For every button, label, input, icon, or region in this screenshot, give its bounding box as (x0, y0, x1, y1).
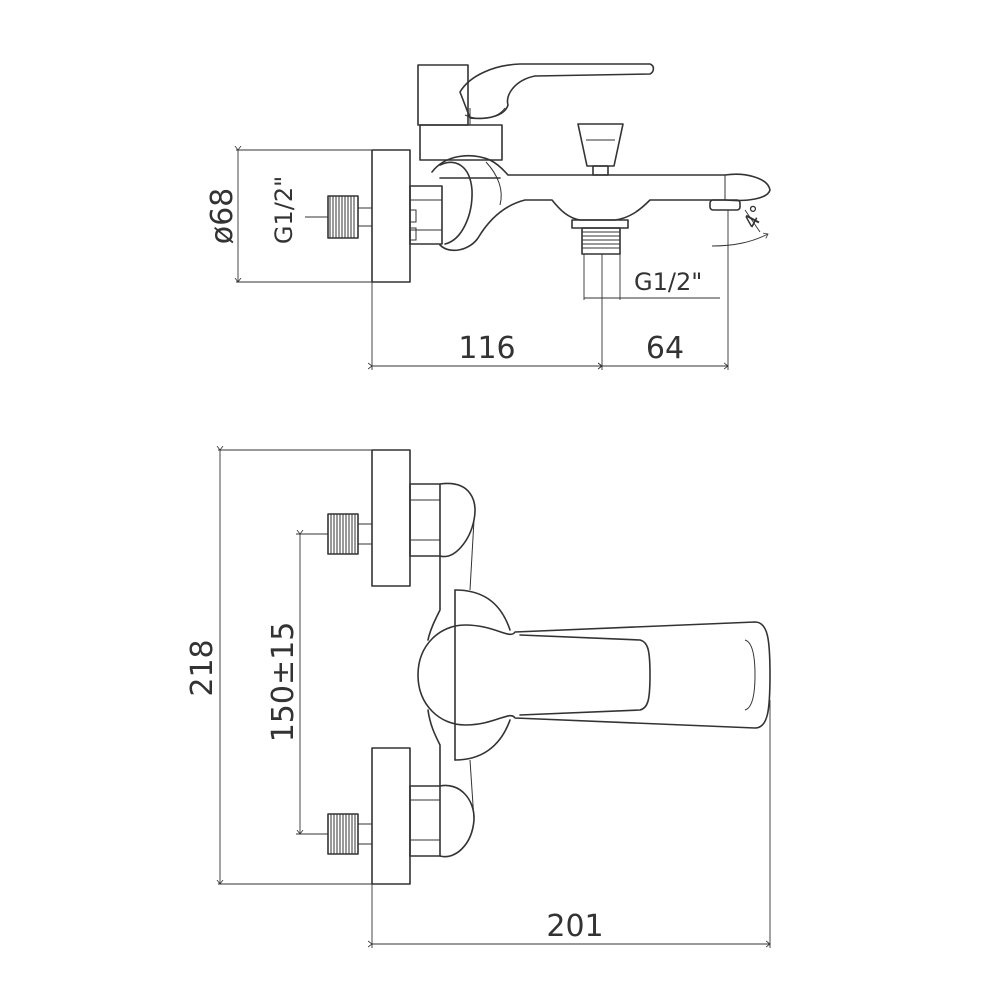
connection-nut (409, 185, 443, 245)
diameter-dimension (236, 150, 372, 282)
outlet-thread-fitting (571, 219, 720, 300)
angle-label: 4° (738, 201, 770, 232)
diameter-label: ø68 (205, 188, 240, 245)
inlet-spacing-label: 150±15 (266, 622, 301, 743)
height-label: 218 (185, 639, 220, 696)
upper-inlet-fitting (327, 513, 372, 555)
lower-wall-flange (371, 747, 411, 885)
mixer-body (431, 154, 771, 252)
top-lever-handle (417, 589, 771, 761)
height-dimension (218, 450, 372, 884)
lower-inlet-fitting (327, 813, 372, 855)
top-view: 218 150±15 201 (185, 449, 771, 948)
inlet-spacing-dimension (296, 534, 328, 834)
inlet-thread-label: G1/2" (270, 176, 298, 244)
side-view: ø68 G1/2" G1/2" 4° 116 64 (205, 63, 771, 370)
width-label: 201 (546, 909, 603, 944)
upper-wall-flange (371, 449, 411, 587)
width-dimension (372, 700, 770, 948)
dim-116-label: 116 (458, 331, 515, 366)
outlet-thread-label: G1/2" (634, 268, 702, 296)
lever-handle (417, 63, 655, 161)
angle-dimension (711, 209, 768, 247)
upper-nut (409, 482, 476, 558)
wall-flange (371, 149, 411, 283)
diverter-knob (577, 123, 624, 176)
lower-nut (409, 784, 475, 858)
dim-64-label: 64 (646, 331, 684, 366)
top-mixer-body (427, 519, 475, 821)
length-dimensions (372, 210, 728, 370)
inlet-thread-fitting (305, 195, 372, 239)
